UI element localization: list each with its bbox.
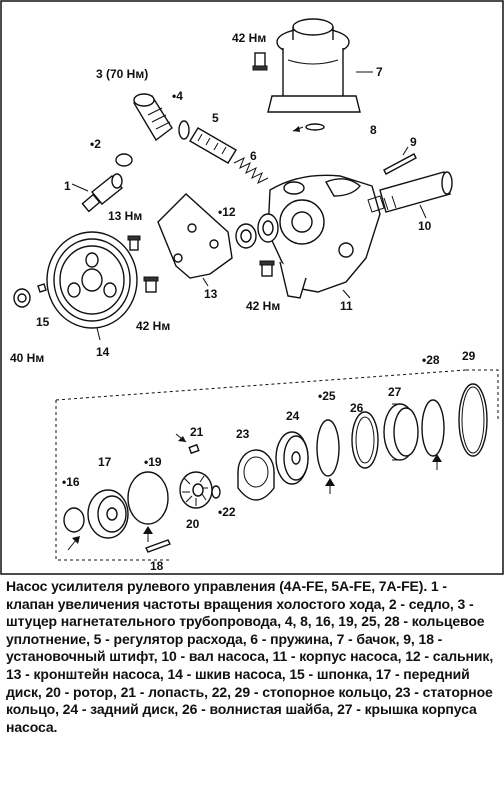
part-20-rotor bbox=[179, 471, 213, 509]
part-14-pulley bbox=[46, 231, 138, 329]
label-11: 11 bbox=[340, 299, 353, 313]
label-16: •16 bbox=[62, 475, 80, 489]
label-25: •25 bbox=[318, 389, 336, 403]
part-15-key bbox=[37, 283, 47, 293]
label-27: 27 bbox=[388, 385, 402, 399]
label-18: 18 bbox=[150, 559, 164, 573]
exploded-view-diagram: 42 Нм 3 (70 Нм) •4 5 7 8 •2 6 9 1 13 Нм … bbox=[0, 0, 504, 575]
label-8: 8 bbox=[370, 123, 377, 137]
arrow-16 bbox=[67, 539, 77, 551]
label-24: 24 bbox=[286, 409, 300, 423]
label-13: 13 bbox=[204, 287, 218, 301]
part-28-oring bbox=[421, 399, 445, 457]
part-27-cover bbox=[383, 403, 419, 461]
part-16-oring bbox=[63, 507, 85, 533]
part-3-fitting bbox=[132, 93, 173, 142]
label-6: 6 bbox=[250, 149, 257, 163]
label-22: •22 bbox=[218, 505, 236, 519]
bolt-42nm-mid bbox=[259, 260, 275, 277]
part-10-shaft bbox=[367, 171, 453, 213]
figure-caption: Насос усилителя рулевого управления (4A-… bbox=[6, 578, 494, 735]
label-13nm: 13 Нм bbox=[108, 209, 142, 223]
label-7: 7 bbox=[376, 65, 383, 79]
label-14: 14 bbox=[96, 345, 110, 359]
bolt-13nm bbox=[127, 235, 141, 251]
part-24-rearplate bbox=[275, 431, 309, 485]
label-17: 17 bbox=[98, 455, 112, 469]
bolt-top bbox=[252, 52, 268, 71]
figure-frame bbox=[0, 0, 504, 575]
part-11-housing bbox=[267, 174, 381, 299]
label-12: •12 bbox=[218, 205, 236, 219]
part-reservoir bbox=[267, 18, 361, 113]
part-26-wavewasher bbox=[351, 411, 379, 469]
label-2: •2 bbox=[90, 137, 101, 151]
label-26: 26 bbox=[350, 401, 364, 415]
label-15: 15 bbox=[36, 315, 50, 329]
label-3: 3 (70 Нм) bbox=[96, 67, 148, 81]
label-20: 20 bbox=[186, 517, 200, 531]
part-12-seal bbox=[235, 213, 279, 249]
part-29-snapring bbox=[458, 383, 488, 457]
part-6-spring bbox=[233, 156, 269, 185]
label-23: 23 bbox=[236, 427, 250, 441]
part-25-oring bbox=[316, 419, 340, 477]
label-40nm: 40 Нм bbox=[10, 351, 44, 365]
label-9: 9 bbox=[410, 135, 417, 149]
label-5: 5 bbox=[212, 111, 219, 125]
bolt-42nm-low bbox=[143, 276, 159, 293]
part-17-frontplate bbox=[87, 489, 129, 539]
part-2-seat bbox=[115, 153, 133, 167]
part-5-regulator bbox=[189, 127, 237, 164]
part-13-bracket bbox=[157, 193, 233, 279]
part-22-snapring bbox=[211, 485, 221, 499]
label-28: •28 bbox=[422, 353, 440, 367]
label-10: 10 bbox=[418, 219, 432, 233]
part-23-camring bbox=[237, 449, 275, 501]
part-18-pin bbox=[145, 539, 171, 553]
label-4: •4 bbox=[172, 89, 183, 103]
label-21: 21 bbox=[190, 425, 204, 439]
label-1: 1 bbox=[64, 179, 71, 193]
part-1-valve bbox=[81, 173, 123, 213]
part-9-pin bbox=[383, 153, 417, 175]
nut-40nm bbox=[13, 288, 31, 308]
label-42nm-mid: 42 Нм bbox=[246, 299, 280, 313]
label-42nm-low: 42 Нм bbox=[136, 319, 170, 333]
assembly-guide bbox=[55, 369, 499, 561]
label-19: •19 bbox=[144, 455, 162, 469]
label-42nm-top: 42 Нм bbox=[232, 31, 266, 45]
part-19-oring bbox=[127, 471, 169, 525]
part-8-oring bbox=[305, 123, 325, 131]
part-21-vane bbox=[188, 443, 200, 455]
part-4-oring bbox=[178, 120, 190, 140]
label-29: 29 bbox=[462, 349, 476, 363]
